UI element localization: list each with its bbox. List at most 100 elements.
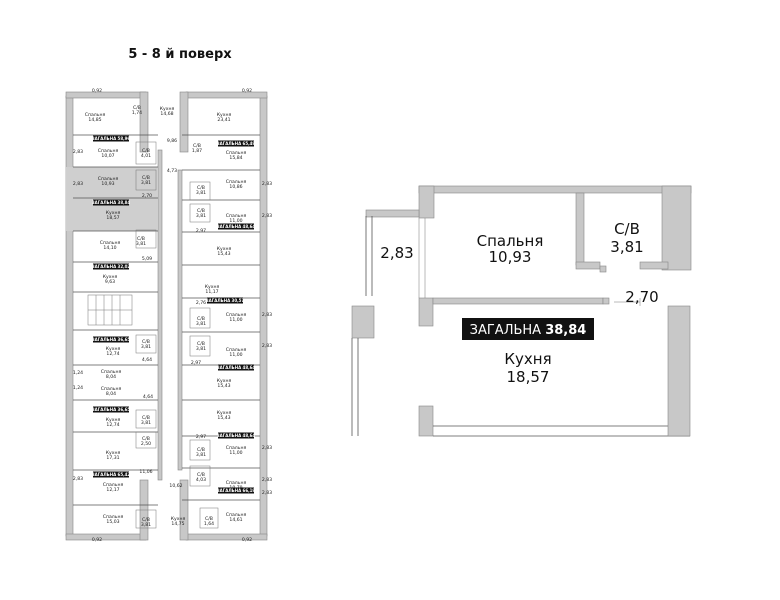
small-total-tag-bg bbox=[218, 223, 254, 230]
small-room-area: 14,61 bbox=[229, 517, 242, 523]
small-room-area: 3,81 bbox=[196, 321, 206, 327]
small-room-name: Кухня bbox=[106, 346, 121, 352]
detail-total-text: ЗАГАЛЬНА 38,84 bbox=[470, 323, 587, 338]
small-room-name: Кухня bbox=[106, 450, 121, 456]
small-dimension: 2,83 bbox=[262, 477, 272, 483]
detail-total-word: ЗАГАЛЬНА bbox=[470, 323, 542, 338]
detail-kitchen-label: Кухня bbox=[504, 350, 551, 368]
detail-partition-post bbox=[602, 297, 610, 305]
small-total-tag: ЗАГАЛЬНА 30,57 bbox=[206, 298, 245, 303]
small-room-name: Спальня bbox=[226, 150, 247, 156]
small-total-tag-bg bbox=[93, 471, 129, 478]
detail-bath-label: С/В bbox=[614, 220, 640, 238]
detail-total-badge-bg bbox=[462, 318, 594, 340]
small-room-area: 1,64 bbox=[204, 521, 214, 527]
small-room-name: Кухня bbox=[103, 274, 118, 280]
small-room-name: Кухня bbox=[171, 516, 186, 522]
small-room-name: Спальня bbox=[103, 482, 124, 488]
small-room-area: 8,04 bbox=[106, 374, 116, 380]
small-room-name: Спальня bbox=[103, 514, 124, 520]
detail-bedroom-area: 10,93 bbox=[489, 248, 532, 266]
small-room-name: Спальня bbox=[98, 176, 119, 182]
small-dimension: 2,76 bbox=[196, 300, 206, 306]
wall-bottom-left bbox=[65, 533, 147, 541]
small-room-area: 15,43 bbox=[217, 383, 230, 389]
small-room-area: 10,07 bbox=[101, 153, 114, 159]
small-dimension: 2,83 bbox=[262, 213, 272, 219]
small-room-name: С/В bbox=[142, 415, 150, 421]
small-total-tag-bg bbox=[93, 199, 129, 206]
corridor-wall-left bbox=[157, 149, 163, 481]
small-dimension: 0,92 bbox=[242, 88, 252, 94]
small-room-name: Спальня bbox=[100, 240, 121, 246]
detail-wall-left-lower bbox=[418, 405, 434, 437]
small-dimension: 10,62 bbox=[169, 483, 182, 489]
small-room-name: Кухня bbox=[217, 378, 232, 384]
small-room-name: С/В bbox=[197, 208, 205, 214]
small-room-area: 14,75 bbox=[171, 521, 184, 527]
small-room-name: С/В bbox=[193, 143, 201, 149]
wall-left bbox=[65, 95, 74, 537]
small-total-tag: ЗАГАЛЬНА 48,64 bbox=[217, 365, 256, 370]
small-total-tag-bg bbox=[218, 364, 254, 371]
small-room-area: 15,43 bbox=[217, 415, 230, 421]
small-room-name: Кухня bbox=[217, 410, 232, 416]
small-room-area: 3,81 bbox=[141, 420, 151, 426]
wall-bottom-right bbox=[185, 533, 268, 541]
small-dimension: 2,83 bbox=[262, 445, 272, 451]
small-total-tag: ЗАГАЛЬНА 36,65 bbox=[92, 337, 131, 342]
small-room-area: 11,00 bbox=[229, 352, 242, 358]
small-total-tag: ЗАГАЛЬНА 48,64 bbox=[217, 433, 256, 438]
detail-wall-top bbox=[418, 185, 692, 194]
small-dimension: 11,06 bbox=[139, 469, 152, 475]
small-room-name: С/В bbox=[197, 341, 205, 347]
small-total-tag: ЗАГАЛЬНА 48,64 bbox=[217, 224, 256, 229]
detail-bath-wall-bottom-r bbox=[639, 261, 669, 270]
small-room-name: С/В bbox=[197, 316, 205, 322]
small-room-area: 3,81 bbox=[196, 213, 206, 219]
small-dimension: 1,24 bbox=[73, 370, 83, 376]
detail-wall-right-upper bbox=[661, 185, 692, 271]
detail-wall-left-upper bbox=[418, 185, 435, 219]
small-room-name: Спальня bbox=[226, 312, 247, 318]
small-room-area: 14,85 bbox=[88, 117, 101, 123]
small-dimension: 2,97 bbox=[196, 434, 206, 440]
small-total-tag: ЗАГАЛЬНА 58,96 bbox=[92, 136, 131, 141]
small-room-area: 4,03 bbox=[196, 477, 206, 483]
detail-total-badge: ЗАГАЛЬНА 38,84 bbox=[462, 318, 594, 340]
corridor-wall-right bbox=[177, 169, 183, 471]
detail-wall-left-corner bbox=[351, 305, 375, 339]
small-total-tag-bg bbox=[93, 336, 129, 343]
small-room-area: 15,43 bbox=[217, 251, 230, 257]
highlighted-apartment bbox=[66, 167, 158, 231]
small-room-area: 3,81 bbox=[141, 522, 151, 528]
stairs bbox=[87, 294, 133, 326]
small-total-tag: ЗАГАЛЬНА 38,84 bbox=[92, 200, 131, 205]
small-room-name: Кухня bbox=[205, 284, 220, 290]
small-room-area: 14,10 bbox=[103, 245, 116, 251]
small-room-area: 3,81 bbox=[141, 180, 151, 186]
small-total-tag-bg bbox=[207, 297, 243, 304]
small-dimension: 2,83 bbox=[73, 181, 83, 187]
floor-title: 5 - 8 й поверх bbox=[128, 47, 232, 62]
small-total-tag-bg bbox=[218, 487, 254, 494]
detail-bath-area: 3,81 bbox=[610, 238, 643, 256]
detail-bath-door-post bbox=[599, 265, 607, 273]
small-room-area: 15,03 bbox=[106, 519, 119, 525]
small-total-tag: ЗАГАЛЬНА 66,19 bbox=[217, 488, 256, 493]
small-room-name: Кухня bbox=[106, 417, 121, 423]
small-dimension: 2,83 bbox=[73, 476, 83, 482]
detail-bath-wall-bottom bbox=[575, 261, 601, 270]
small-room-area: 3,81 bbox=[196, 452, 206, 458]
small-dimension: 4,64 bbox=[142, 357, 152, 363]
small-total-tag-bg bbox=[218, 140, 254, 147]
small-dimension: 2,97 bbox=[196, 228, 206, 234]
wall-stair-top-r bbox=[179, 91, 189, 153]
detail-wall-right-lower bbox=[667, 305, 691, 437]
small-room-area: 12,17 bbox=[106, 487, 119, 493]
small-room-area: 14,68 bbox=[160, 111, 173, 117]
small-room-area: 9,63 bbox=[105, 279, 115, 285]
